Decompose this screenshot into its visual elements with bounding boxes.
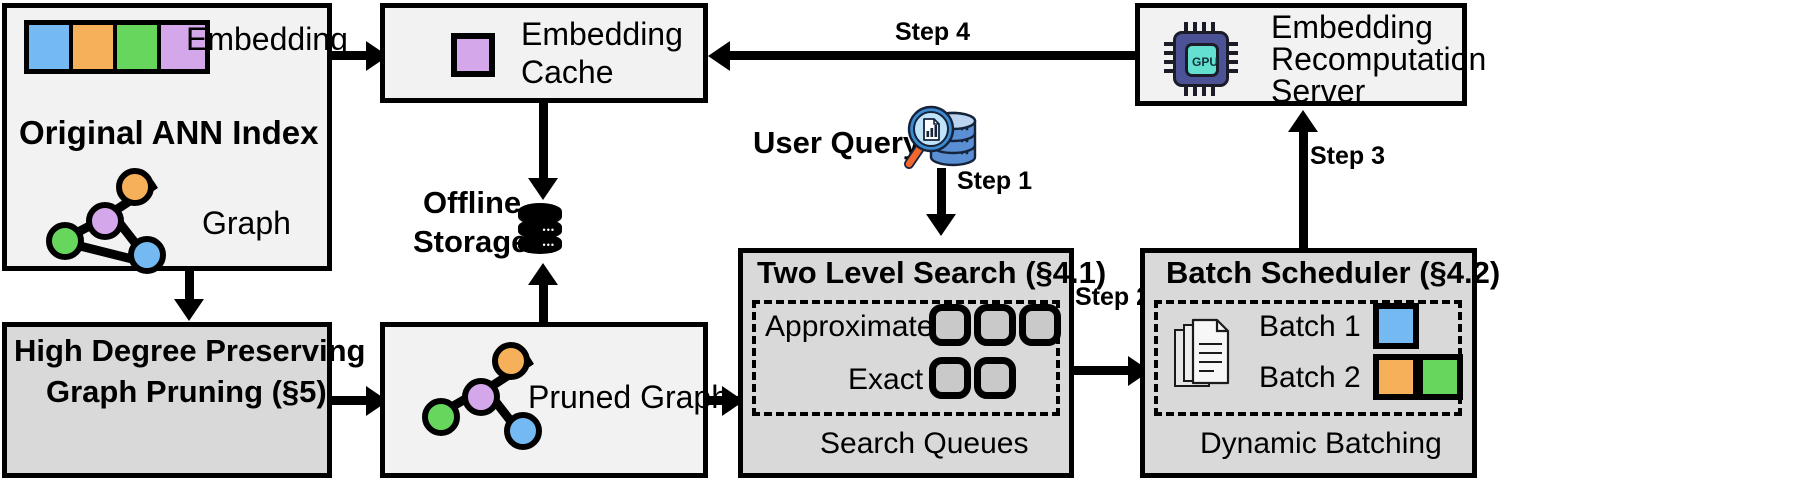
db-dots: ••• xyxy=(542,240,555,250)
gpu-pin xyxy=(1211,22,1215,33)
arrowhead-down xyxy=(528,178,558,200)
approximate-queue-cell xyxy=(1019,304,1061,346)
database-cylinder-icon: ••• ••• xyxy=(518,203,562,260)
gpu-pin xyxy=(1164,51,1175,55)
gpu-pin xyxy=(1184,22,1188,33)
batch-1-label: Batch 1 xyxy=(1259,310,1361,343)
recomputation-server-line2: Recomputation xyxy=(1271,41,1487,77)
graph-pruning-title-line1: High Degree Preserving xyxy=(14,333,366,368)
original-ann-index-title: Original ANN Index xyxy=(19,114,319,151)
gpu-pin xyxy=(1184,85,1188,96)
recomputation-server-line3: Server xyxy=(1271,73,1366,109)
two-level-search-box xyxy=(738,248,1074,478)
graph-node-blue xyxy=(128,236,166,274)
recomputation-server-line1: Embedding xyxy=(1271,9,1433,45)
gpu-chip-core: GPU xyxy=(1185,43,1219,77)
gpu-pin xyxy=(1202,85,1206,96)
arrow-pruned-graph-to-storage xyxy=(539,285,548,323)
dynamic-batching-caption: Dynamic Batching xyxy=(1200,427,1442,460)
approximate-queue-cell xyxy=(929,304,971,346)
batch-2-cell-green xyxy=(1417,354,1463,400)
embedding-cache-box xyxy=(380,3,708,103)
offline-storage-label-line1: Offline xyxy=(423,185,522,220)
gpu-pin xyxy=(1164,69,1175,73)
documents-stack-icon xyxy=(1171,318,1237,398)
search-queues-caption: Search Queues xyxy=(820,427,1029,460)
gpu-chip-body: GPU xyxy=(1173,31,1229,87)
arrow-step3 xyxy=(1299,130,1308,248)
db-dots: ••• xyxy=(542,225,555,235)
arrowhead-up xyxy=(528,263,558,285)
arrowhead-down xyxy=(926,214,956,236)
arrow-ann-to-pruning xyxy=(185,271,194,303)
embedding-cell-blue xyxy=(29,25,73,69)
arrowhead-up xyxy=(1288,110,1318,132)
gpu-chip-icon: GPU xyxy=(1162,20,1240,98)
gpu-chip-text: GPU xyxy=(1191,55,1218,69)
batch-1-cell-blue xyxy=(1373,303,1419,349)
original-graph xyxy=(40,168,200,274)
gpu-pin xyxy=(1164,42,1175,46)
step-1-label: Step 1 xyxy=(957,167,1033,195)
db-band xyxy=(518,234,562,254)
approximate-row-label: Approximate xyxy=(765,310,934,343)
graph-pruning-box xyxy=(2,322,332,478)
query-icon-svg xyxy=(904,105,977,169)
gpu-pin xyxy=(1202,22,1206,33)
search-queues-panel xyxy=(752,300,1060,416)
embedding-cache-swatch xyxy=(451,33,495,77)
documents-icon-svg xyxy=(1174,318,1230,387)
gpu-pin xyxy=(1193,22,1197,33)
gpu-pin xyxy=(1227,69,1238,73)
embedding-label: Embedding xyxy=(186,21,348,57)
arrow-step2 xyxy=(1074,366,1136,375)
graph-node-green xyxy=(422,398,460,436)
graph-node-orange xyxy=(492,342,530,380)
embedding-cache-title-line1: Embedding xyxy=(521,16,683,52)
arrow-pruning-to-pruned-graph xyxy=(332,396,370,405)
user-query-label: User Query xyxy=(753,125,921,160)
two-level-search-title: Two Level Search (§4.1) xyxy=(757,255,1107,290)
pruned-graph xyxy=(412,342,572,452)
exact-row-label: Exact xyxy=(848,363,924,396)
arrow-step1 xyxy=(937,168,946,220)
graph-node-orange xyxy=(116,168,154,206)
gpu-pin xyxy=(1227,60,1238,64)
gpu-pin xyxy=(1227,42,1238,46)
magnifier-lens xyxy=(907,105,955,153)
step-2-label: Step 2 xyxy=(1075,283,1151,311)
search-document-database-icon xyxy=(900,105,984,177)
embedding-cache-title-line2: Cache xyxy=(521,54,614,90)
graph-pruning-title-line2: Graph Pruning (§5) xyxy=(46,374,327,409)
arrow-cache-to-storage xyxy=(539,103,548,181)
arrow-ann-to-cache xyxy=(332,51,370,60)
embedding-cell-orange xyxy=(73,25,117,69)
arrowhead-down xyxy=(174,299,204,321)
graph-label: Graph xyxy=(202,205,291,241)
batch-2-cell-orange xyxy=(1373,354,1419,400)
approximate-queue-cell xyxy=(974,304,1016,346)
graph-node-purple xyxy=(86,202,124,240)
batch-scheduler-title: Batch Scheduler (§4.2) xyxy=(1166,255,1501,290)
pruned-graph-label: Pruned Graph xyxy=(528,379,730,415)
exact-queue-cell xyxy=(974,357,1016,399)
batch-2-label: Batch 2 xyxy=(1259,361,1361,394)
step-3-label: Step 3 xyxy=(1310,142,1386,170)
exact-queue-cell xyxy=(929,357,971,399)
gpu-pin xyxy=(1227,51,1238,55)
embedding-strip xyxy=(24,20,210,74)
step-4-label: Step 4 xyxy=(895,18,971,46)
gpu-pin xyxy=(1211,85,1215,96)
arrowhead-left xyxy=(708,41,730,71)
graph-node-green xyxy=(46,222,84,260)
embedding-cell-green xyxy=(117,25,161,69)
graph-node-purple xyxy=(462,378,500,416)
gpu-pin xyxy=(1164,60,1175,64)
graph-node-blue xyxy=(504,412,542,450)
gpu-pin xyxy=(1193,85,1197,96)
offline-storage-label-line2: Storage xyxy=(413,224,529,259)
embedding-cell-purple xyxy=(161,25,205,69)
arrow-step4 xyxy=(730,51,1135,60)
